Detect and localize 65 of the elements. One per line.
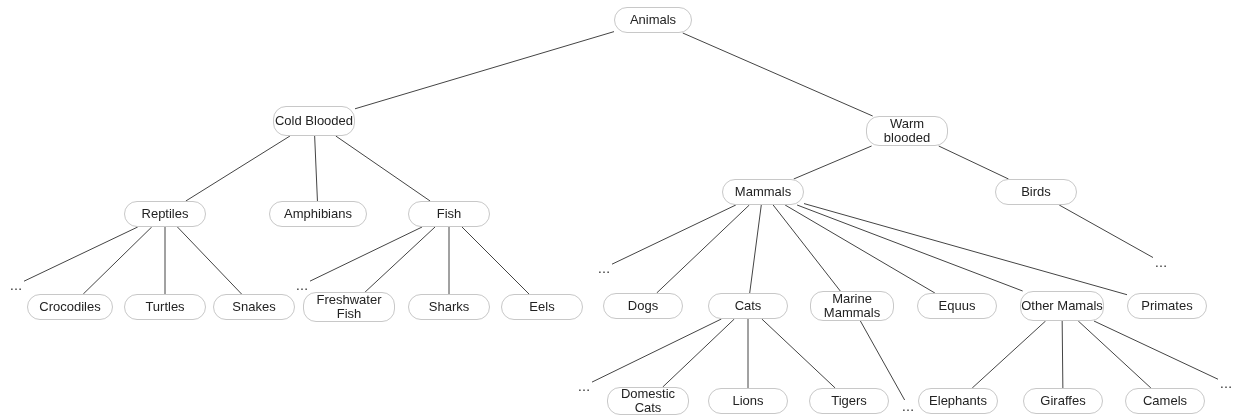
- connector-line: [185, 135, 291, 202]
- connector-line: [656, 204, 750, 294]
- connector-line: [1077, 320, 1152, 389]
- connector-line: [176, 226, 243, 295]
- category-pill: Equus: [917, 293, 997, 319]
- connector-line: [1058, 204, 1154, 258]
- category-pill: Tigers: [809, 388, 889, 414]
- connector-line: [448, 226, 450, 295]
- connector-line: [803, 203, 1128, 296]
- ellipsis-text: …: [8, 279, 24, 291]
- connector-line: [772, 204, 841, 292]
- category-pill: Turtles: [124, 294, 206, 320]
- connector-line: [662, 318, 735, 388]
- category-pill: Elephants: [918, 388, 998, 414]
- category-pill: Giraffes: [1023, 388, 1103, 414]
- connector-line: [793, 145, 873, 180]
- category-pill: Camels: [1125, 388, 1205, 414]
- category-pill: Cats: [708, 293, 788, 319]
- ellipsis-text: …: [1153, 256, 1169, 268]
- connector-line: [784, 204, 936, 294]
- connector-line: [611, 204, 737, 265]
- connector-line: [749, 204, 762, 294]
- connector-line: [164, 226, 166, 295]
- category-pill: Snakes: [213, 294, 295, 320]
- category-pill: Domestic Cats: [607, 387, 689, 415]
- category-pill: Eels: [501, 294, 583, 320]
- category-pill: Lions: [708, 388, 788, 414]
- connector-line: [859, 320, 906, 401]
- connector-line: [747, 318, 749, 389]
- category-pill: Freshwater Fish: [303, 292, 395, 322]
- connector-line: [23, 226, 139, 282]
- category-pill: Crocodiles: [27, 294, 113, 320]
- connector-line: [461, 226, 530, 295]
- category-pill: Reptiles: [124, 201, 206, 227]
- connector-line: [796, 204, 1024, 292]
- connector-line: [354, 31, 615, 110]
- connector-line: [1061, 320, 1064, 389]
- category-pill: Warm blooded: [866, 116, 948, 146]
- connector-line: [309, 226, 423, 282]
- connector-line: [1093, 320, 1219, 380]
- category-pill: Other Mamals: [1020, 291, 1104, 321]
- connector-line: [314, 135, 318, 202]
- ellipsis-text: …: [901, 400, 915, 412]
- category-pill: Cold Blooded: [273, 106, 355, 136]
- ellipsis-text: …: [1218, 377, 1234, 389]
- category-pill: Primates: [1127, 293, 1207, 319]
- ellipsis-text: …: [294, 279, 310, 291]
- category-pill: Fish: [408, 201, 490, 227]
- connector-line: [682, 32, 874, 117]
- ellipsis-text: …: [576, 380, 592, 392]
- connector-line: [335, 135, 431, 202]
- connector-line: [364, 226, 436, 293]
- category-pill: Amphibians: [269, 201, 367, 227]
- connector-line: [591, 318, 722, 383]
- category-pill: Marine Mammals: [810, 291, 894, 321]
- connector-line: [82, 226, 153, 295]
- connector-line: [971, 320, 1047, 389]
- category-pill: Birds: [995, 179, 1077, 205]
- category-pill: Animals: [614, 7, 692, 33]
- category-pill: Mammals: [722, 179, 804, 205]
- ellipsis-text: …: [596, 262, 612, 274]
- category-pill: Dogs: [603, 293, 683, 319]
- category-pill: Sharks: [408, 294, 490, 320]
- connector-line: [761, 318, 836, 389]
- connector-line: [938, 145, 1009, 180]
